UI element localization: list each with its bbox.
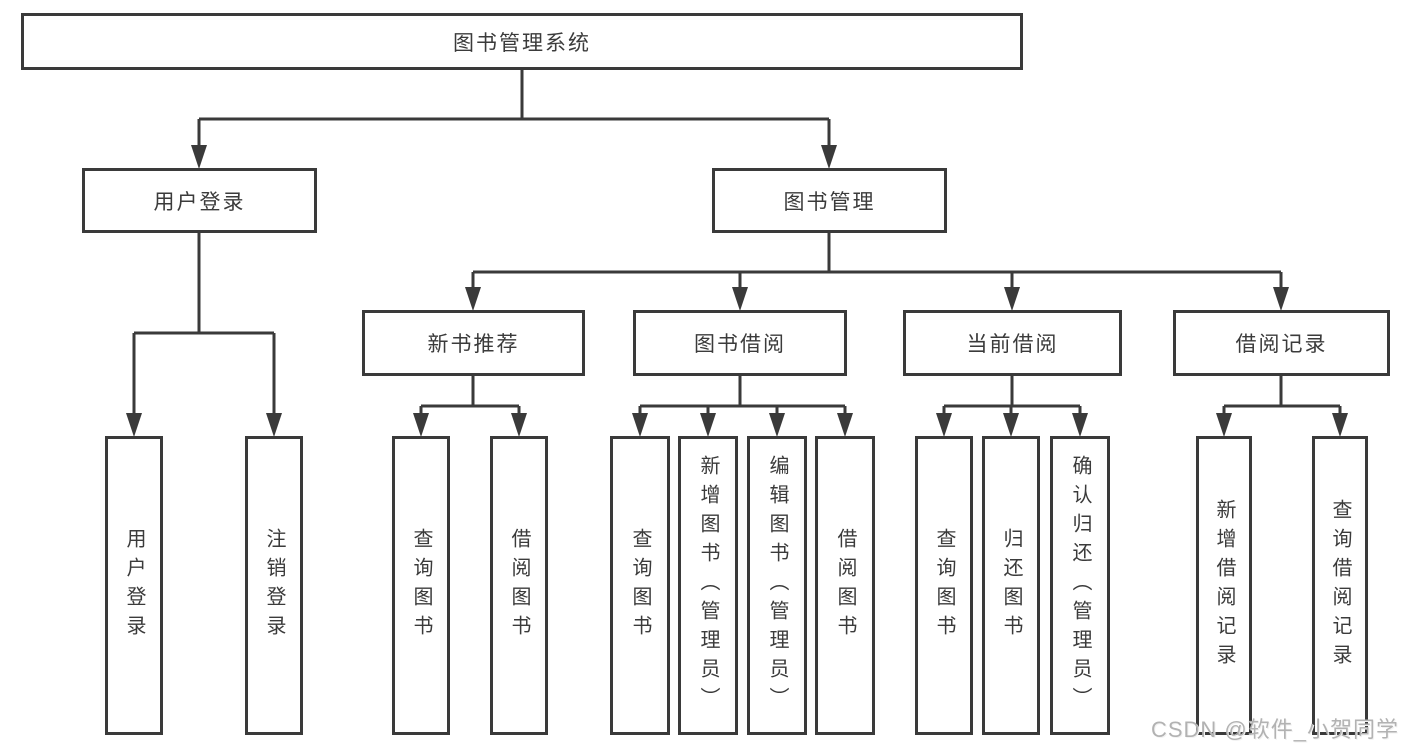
node-current-borrowing: 当前借阅 <box>903 310 1122 376</box>
leaf-return-books: 归还图书 <box>982 436 1040 735</box>
node-user-login: 用户登录 <box>82 168 317 233</box>
leaf-label: 查询图书 <box>410 527 432 644</box>
node-library-management-system: 图书管理系统 <box>21 13 1023 70</box>
leaf-label: 编辑图书（管理员） <box>766 455 788 716</box>
leaf-label: 新增借阅记录 <box>1213 498 1235 673</box>
node-borrowing-records: 借阅记录 <box>1173 310 1390 376</box>
leaf-query-books-recommendation: 查询图书 <box>392 436 450 735</box>
node-new-book-recommendation: 新书推荐 <box>362 310 585 376</box>
node-label: 新书推荐 <box>427 333 520 356</box>
node-label: 当前借阅 <box>966 333 1059 356</box>
leaf-add-borrow-record: 新增借阅记录 <box>1196 436 1252 735</box>
leaf-label: 查询图书 <box>629 527 651 644</box>
node-label: 用户登录 <box>153 190 246 214</box>
leaf-label: 用户登录 <box>123 527 145 644</box>
leaf-query-borrow-record: 查询借阅记录 <box>1312 436 1368 735</box>
node-label: 借阅记录 <box>1235 333 1328 356</box>
leaf-label: 归还图书 <box>1000 527 1022 644</box>
leaf-borrow-books-recommendation: 借阅图书 <box>490 436 548 735</box>
leaf-borrow-books: 借阅图书 <box>815 436 875 735</box>
node-label: 图书管理系统 <box>453 31 591 55</box>
node-book-borrowing: 图书借阅 <box>633 310 847 376</box>
node-book-management: 图书管理 <box>712 168 947 233</box>
leaf-logout: 注销登录 <box>245 436 303 735</box>
leaf-user-login: 用户登录 <box>105 436 163 735</box>
leaf-label: 注销登录 <box>263 527 285 644</box>
leaf-label: 借阅图书 <box>834 527 856 644</box>
leaf-edit-books-admin: 编辑图书（管理员） <box>747 436 807 735</box>
leaf-query-books-current: 查询图书 <box>915 436 973 735</box>
leaf-label: 新增图书（管理员） <box>697 455 719 716</box>
leaf-confirm-return-admin: 确认归还（管理员） <box>1050 436 1110 735</box>
node-label: 图书管理 <box>783 190 876 214</box>
connector-lines <box>132 70 1342 416</box>
leaf-query-books-borrowing: 查询图书 <box>610 436 670 735</box>
csdn-watermark: CSDN @软件_小贺同学 <box>1150 717 1399 742</box>
leaf-label: 查询图书 <box>933 527 955 644</box>
node-label: 图书借阅 <box>694 333 786 356</box>
arrowheads <box>126 145 1348 437</box>
leaf-label: 借阅图书 <box>508 527 530 644</box>
leaf-label: 确认归还（管理员） <box>1069 455 1091 716</box>
leaf-label: 查询借阅记录 <box>1329 498 1351 673</box>
leaf-add-books-admin: 新增图书（管理员） <box>678 436 738 735</box>
